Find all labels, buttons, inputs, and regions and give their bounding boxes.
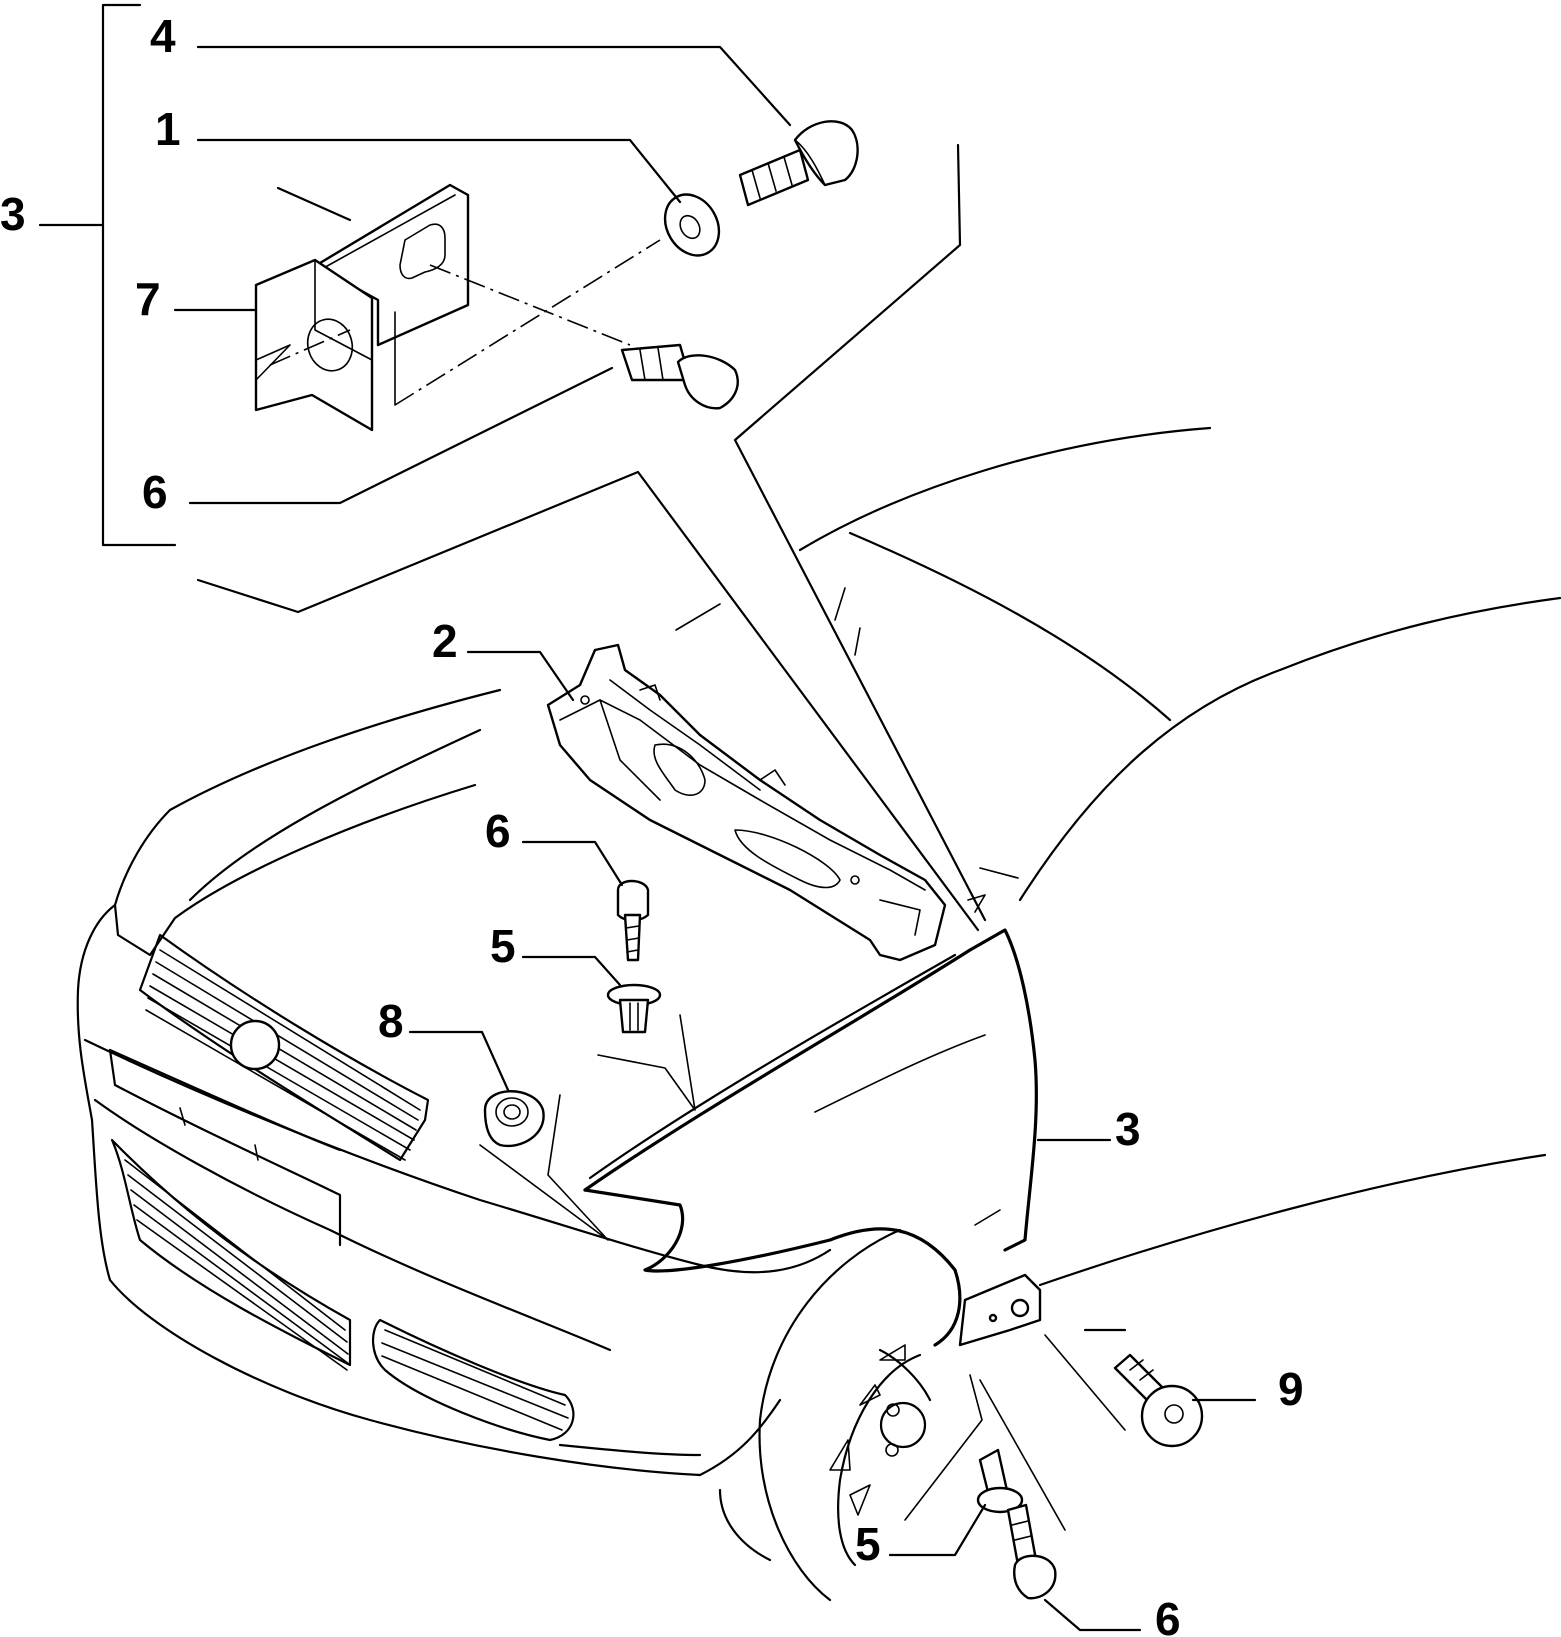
leader-lines: [38, 3, 1257, 1632]
bolt-9: [1113, 1353, 1204, 1448]
callout-6-middle: 6: [485, 805, 511, 857]
callout-6-top: 6: [142, 466, 168, 518]
bolt-6-bottom: [1006, 1503, 1057, 1600]
nut-8: [483, 1090, 545, 1148]
clip-5-bottom: [976, 1448, 1024, 1514]
bolt-4: [738, 120, 859, 207]
callout-6-bottom: 6: [1155, 1593, 1181, 1637]
callout-3-left: 3: [0, 188, 26, 240]
callout-7: 7: [135, 273, 161, 325]
washer-1: [663, 193, 721, 257]
bracket-detail: [254, 183, 661, 432]
callout-5-bottom: 5: [855, 1518, 881, 1570]
callout-4-top: 4: [150, 10, 176, 62]
cowl-panel: [546, 643, 947, 962]
clip-5-middle: [606, 983, 662, 1034]
wheel: [718, 1228, 932, 1602]
bolt-6-top: [620, 343, 739, 410]
bolt-6-middle: [616, 879, 650, 962]
callout-8: 8: [378, 995, 404, 1047]
callout-labels: 4 1 3 7 6 2 6 5 8 3 9 5 6: [0, 10, 1304, 1637]
car-body-outline: [76, 426, 1561, 1477]
callout-3-right: 3: [1115, 1103, 1141, 1155]
callout-1-top: 1: [155, 103, 181, 155]
callout-5-middle: 5: [490, 920, 516, 972]
fender-panel: [583, 928, 1042, 1347]
callout-9: 9: [1278, 1363, 1304, 1415]
callout-2: 2: [432, 615, 458, 667]
